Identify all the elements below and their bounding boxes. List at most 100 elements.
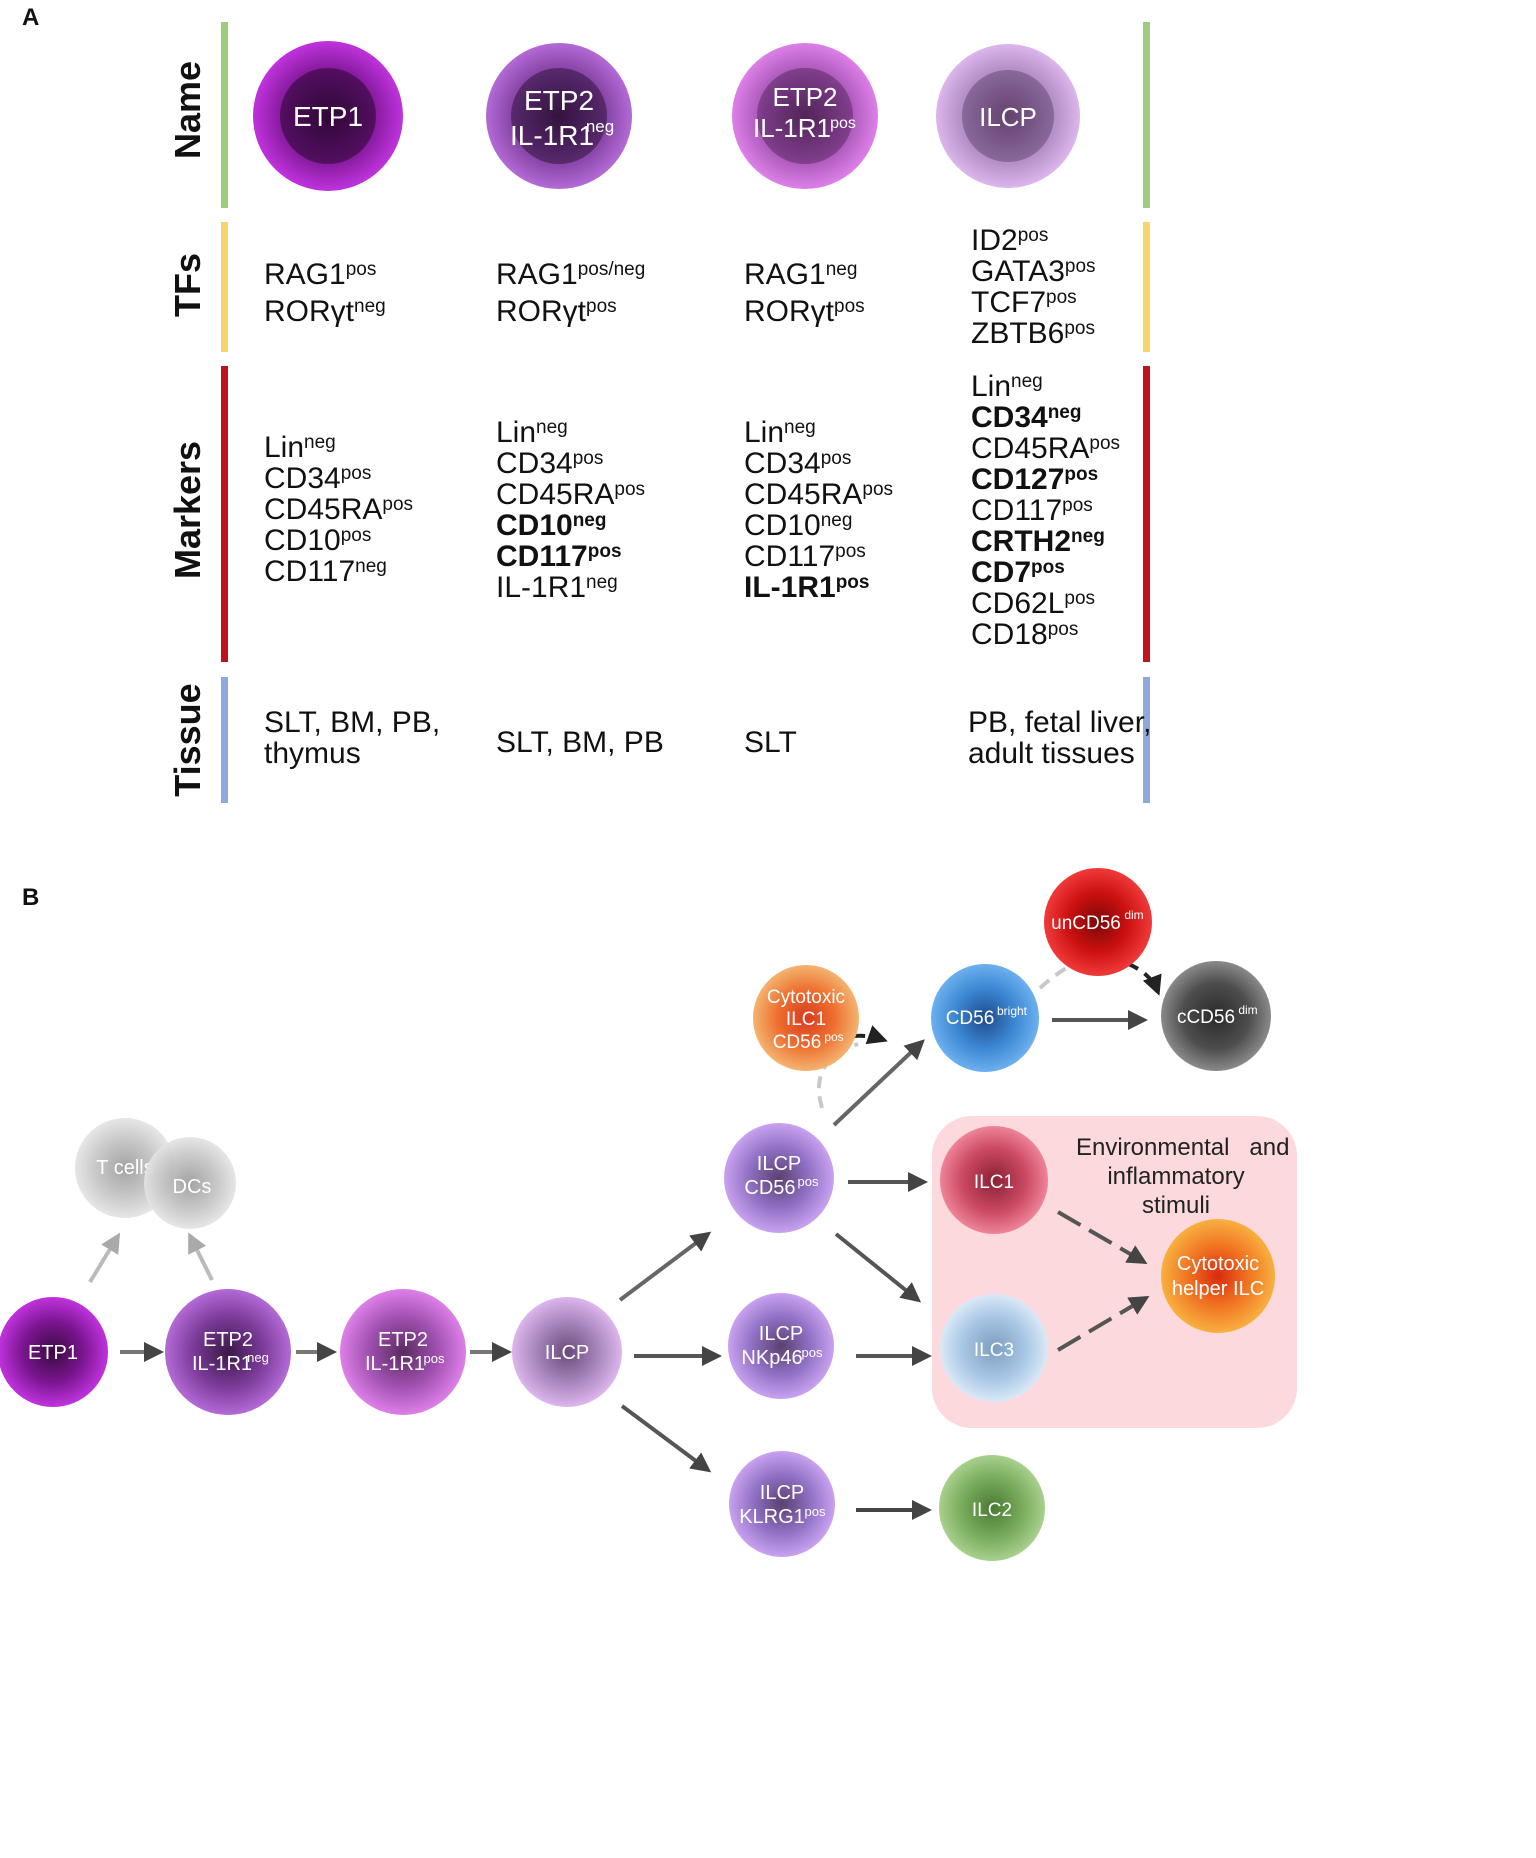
- cell-uncd56dim-label: unCD56: [1051, 913, 1121, 934]
- list-entry: CRTH2neg: [971, 526, 1120, 557]
- entry-superscript: pos: [340, 463, 372, 484]
- cell-etp2neg-b: ETP2 IL-1R1 neg: [165, 1289, 291, 1415]
- arrow-ilcp-klrg1: [620, 1404, 712, 1473]
- entry-superscript: pos: [1046, 287, 1077, 308]
- list-entry: CD45RApos: [264, 494, 413, 525]
- entry-superscript: pos: [1062, 495, 1093, 516]
- list-entry: CD45RApos: [744, 479, 893, 510]
- list-entry: CD34pos: [264, 463, 413, 494]
- name-bar-right: [1143, 22, 1150, 208]
- cell-etp2neg-a-sup: neg: [586, 117, 614, 136]
- tissue-line: SLT, BM, PB: [496, 726, 664, 759]
- entry-text: CD45RA: [496, 478, 615, 511]
- entry-superscript: neg: [1011, 371, 1043, 392]
- entry-text: IL-1R1: [744, 571, 836, 604]
- cell-cd56bright: CD56 bright: [931, 964, 1039, 1072]
- cell-etp2neg-a: ETP2 IL-1R1 neg: [486, 43, 632, 189]
- entry-superscript: neg: [820, 510, 853, 531]
- cell-ilcp-nkp46-line1: ILCP: [759, 1323, 803, 1345]
- tfs-bar-right: [1143, 222, 1150, 352]
- tissue-line: PB, fetal liver,: [968, 706, 1152, 739]
- cell-ilcp-nkp46-sup: pos: [802, 1345, 823, 1360]
- entry-superscript: neg: [355, 556, 387, 577]
- entry-text: RORγt: [744, 295, 834, 328]
- cell-uncd56dim: unCD56 dim: [1044, 868, 1152, 976]
- panel-a-label: A: [22, 4, 40, 31]
- entry-text: CD62L: [971, 587, 1065, 620]
- entry-text: CD34: [971, 401, 1048, 434]
- entry-text: CD45RA: [971, 432, 1090, 465]
- cell-etp2neg-b-line1: ETP2: [203, 1329, 253, 1351]
- entry-text: CD10: [496, 509, 573, 542]
- entry-text: GATA3: [971, 255, 1065, 288]
- entry-superscript: neg: [536, 417, 568, 438]
- list-entry: CD18pos: [971, 619, 1120, 650]
- list-entry: CD34neg: [971, 402, 1120, 433]
- tissue-line: adult tissues: [968, 737, 1135, 770]
- list-entry: IL-1R1neg: [496, 572, 645, 603]
- cell-ilcp-nkp46: ILCP NKp46 pos: [728, 1293, 834, 1399]
- cell-cytotoxic-ilc1-line1: Cytotoxic: [767, 987, 845, 1008]
- cell-cytotoxic-ilc1: Cytotoxic ILC1 CD56 pos: [753, 965, 859, 1071]
- arrow-ilc3-helper: [1056, 1295, 1150, 1352]
- entry-superscript: neg: [304, 432, 336, 453]
- arrows: [88, 955, 1162, 1520]
- entry-superscript: pos: [572, 448, 604, 469]
- entry-text: CD117: [744, 540, 836, 573]
- cell-ilcp-cd56-line1: ILCP: [757, 1153, 801, 1175]
- entry-text: CD34: [496, 447, 573, 480]
- panel-b-label: B: [22, 884, 40, 911]
- cell-ilcp-nkp46-line2: NKp46: [741, 1347, 802, 1369]
- list-entry: CD45RApos: [971, 433, 1120, 464]
- cell-etp2pos-b: ETP2 IL-1R1 pos: [340, 1289, 466, 1415]
- cell-ilcp-klrg1-line2: KLRG1: [739, 1506, 805, 1528]
- entry-superscript: pos: [587, 541, 622, 562]
- cell-ilcp-klrg1-line1: ILCP: [760, 1482, 804, 1504]
- tfs-bar-left: [221, 222, 228, 352]
- list-entry: CD34pos: [744, 448, 893, 479]
- entry-text: Lin: [744, 416, 785, 449]
- list-entry: CD7pos: [971, 557, 1120, 588]
- entry-superscript: pos: [345, 259, 377, 280]
- list-entry: RORγtpos: [744, 293, 865, 330]
- cell-ccd56dim-label: cCD56: [1177, 1007, 1235, 1028]
- entry-superscript: pos: [834, 296, 865, 317]
- entry-text: Lin: [971, 370, 1012, 403]
- entry-superscript: neg: [586, 572, 618, 593]
- cell-ilc1: ILC1: [940, 1126, 1048, 1234]
- entry-text: RORγt: [264, 295, 354, 328]
- entry-superscript: pos: [835, 541, 866, 562]
- tissue-cell-ilcp: PB, fetal liver, adult tissues: [968, 707, 1151, 769]
- entry-text: CD10: [744, 509, 821, 542]
- entry-text: CD117: [496, 540, 588, 573]
- tissue-line: SLT: [744, 726, 797, 759]
- cell-cytotoxic-ilc1-line3: CD56: [773, 1032, 822, 1053]
- cell-etp2pos-b-sup: pos: [424, 1351, 445, 1366]
- entry-superscript: pos: [1089, 433, 1121, 454]
- entry-superscript: pos: [1064, 256, 1096, 277]
- cell-cd56bright-sup: bright: [997, 1004, 1028, 1018]
- entry-text: CD7: [971, 556, 1032, 589]
- list-entry: CD117pos: [744, 541, 893, 572]
- list-entry: CD10neg: [744, 510, 893, 541]
- environmental-stimuli-label: Environmental and inflammatory stimuli: [1076, 1133, 1289, 1220]
- cell-etp2neg-a-line2: IL-1R1: [510, 120, 594, 151]
- cell-ilcp-klrg1: ILCP KLRG1 pos: [729, 1451, 835, 1557]
- entry-superscript: neg: [784, 417, 816, 438]
- arrow-to-dcs: [188, 1232, 214, 1281]
- entry-superscript: pos: [614, 479, 646, 500]
- entry-text: TCF7: [971, 286, 1046, 319]
- entry-superscript: pos: [382, 494, 414, 515]
- cell-etp2pos-a-sup: pos: [830, 115, 856, 132]
- entry-text: CD34: [744, 447, 821, 480]
- entry-text: CD127: [971, 463, 1065, 496]
- list-entry: CD117pos: [496, 541, 645, 572]
- tissue-bar-right: [1143, 677, 1150, 803]
- markers-bar-left: [221, 366, 228, 662]
- cell-etp2neg-b-line2: IL-1R1: [192, 1353, 252, 1375]
